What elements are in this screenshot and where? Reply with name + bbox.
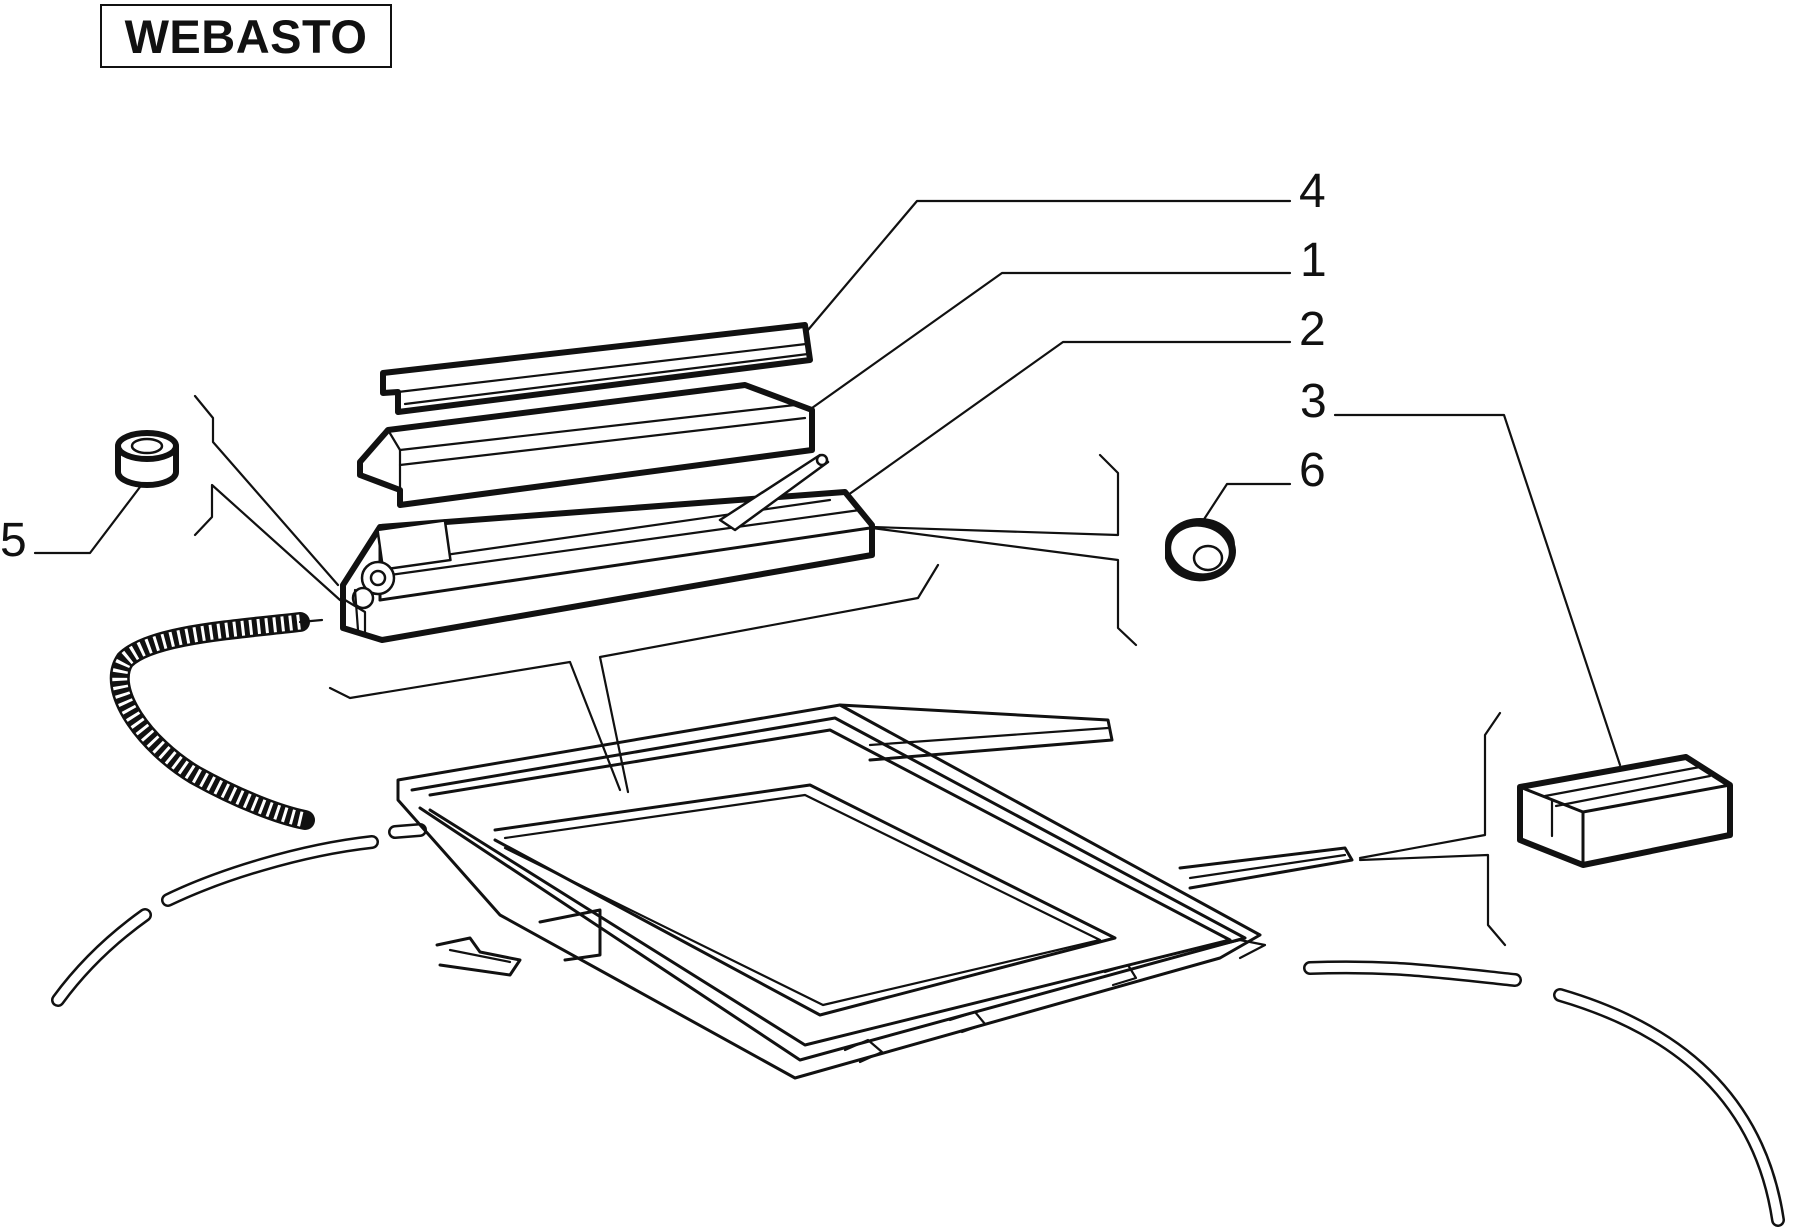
part-6-bushing (1165, 518, 1236, 582)
leader-line-3 (1333, 413, 1622, 767)
leader-line-6 (1195, 482, 1292, 532)
sunroof-frame (396, 703, 1354, 1080)
assembly-bracket-part-3 (1358, 711, 1507, 947)
coiled-drive-cable (109, 612, 324, 830)
part-3-block (1517, 754, 1733, 868)
leader-line-1 (810, 271, 1292, 410)
callout-number-2: 2 (1299, 303, 1326, 356)
leader-line-4 (806, 199, 1292, 332)
callout-number-5: 5 (0, 514, 27, 567)
drain-tube-right (1303, 960, 1785, 1227)
assembly-bracket-left (193, 394, 342, 602)
assembly-bracket-right (870, 453, 1138, 647)
part-1-cover-panel (357, 382, 815, 508)
callout-number-6: 6 (1299, 444, 1326, 497)
leader-line-2 (846, 340, 1292, 497)
part-2-drive-housing (340, 453, 875, 643)
part-4-seal-strip (380, 322, 813, 415)
brand-label: WEBASTO (100, 4, 392, 68)
drain-tube-left (51, 823, 427, 1007)
part-5-bushing (115, 430, 179, 488)
callout-number-4: 4 (1299, 165, 1326, 218)
callout-number-3: 3 (1300, 375, 1327, 428)
callout-number-1: 1 (1300, 234, 1327, 287)
leader-line-5 (33, 485, 142, 555)
assembly-bracket-down (328, 563, 940, 794)
